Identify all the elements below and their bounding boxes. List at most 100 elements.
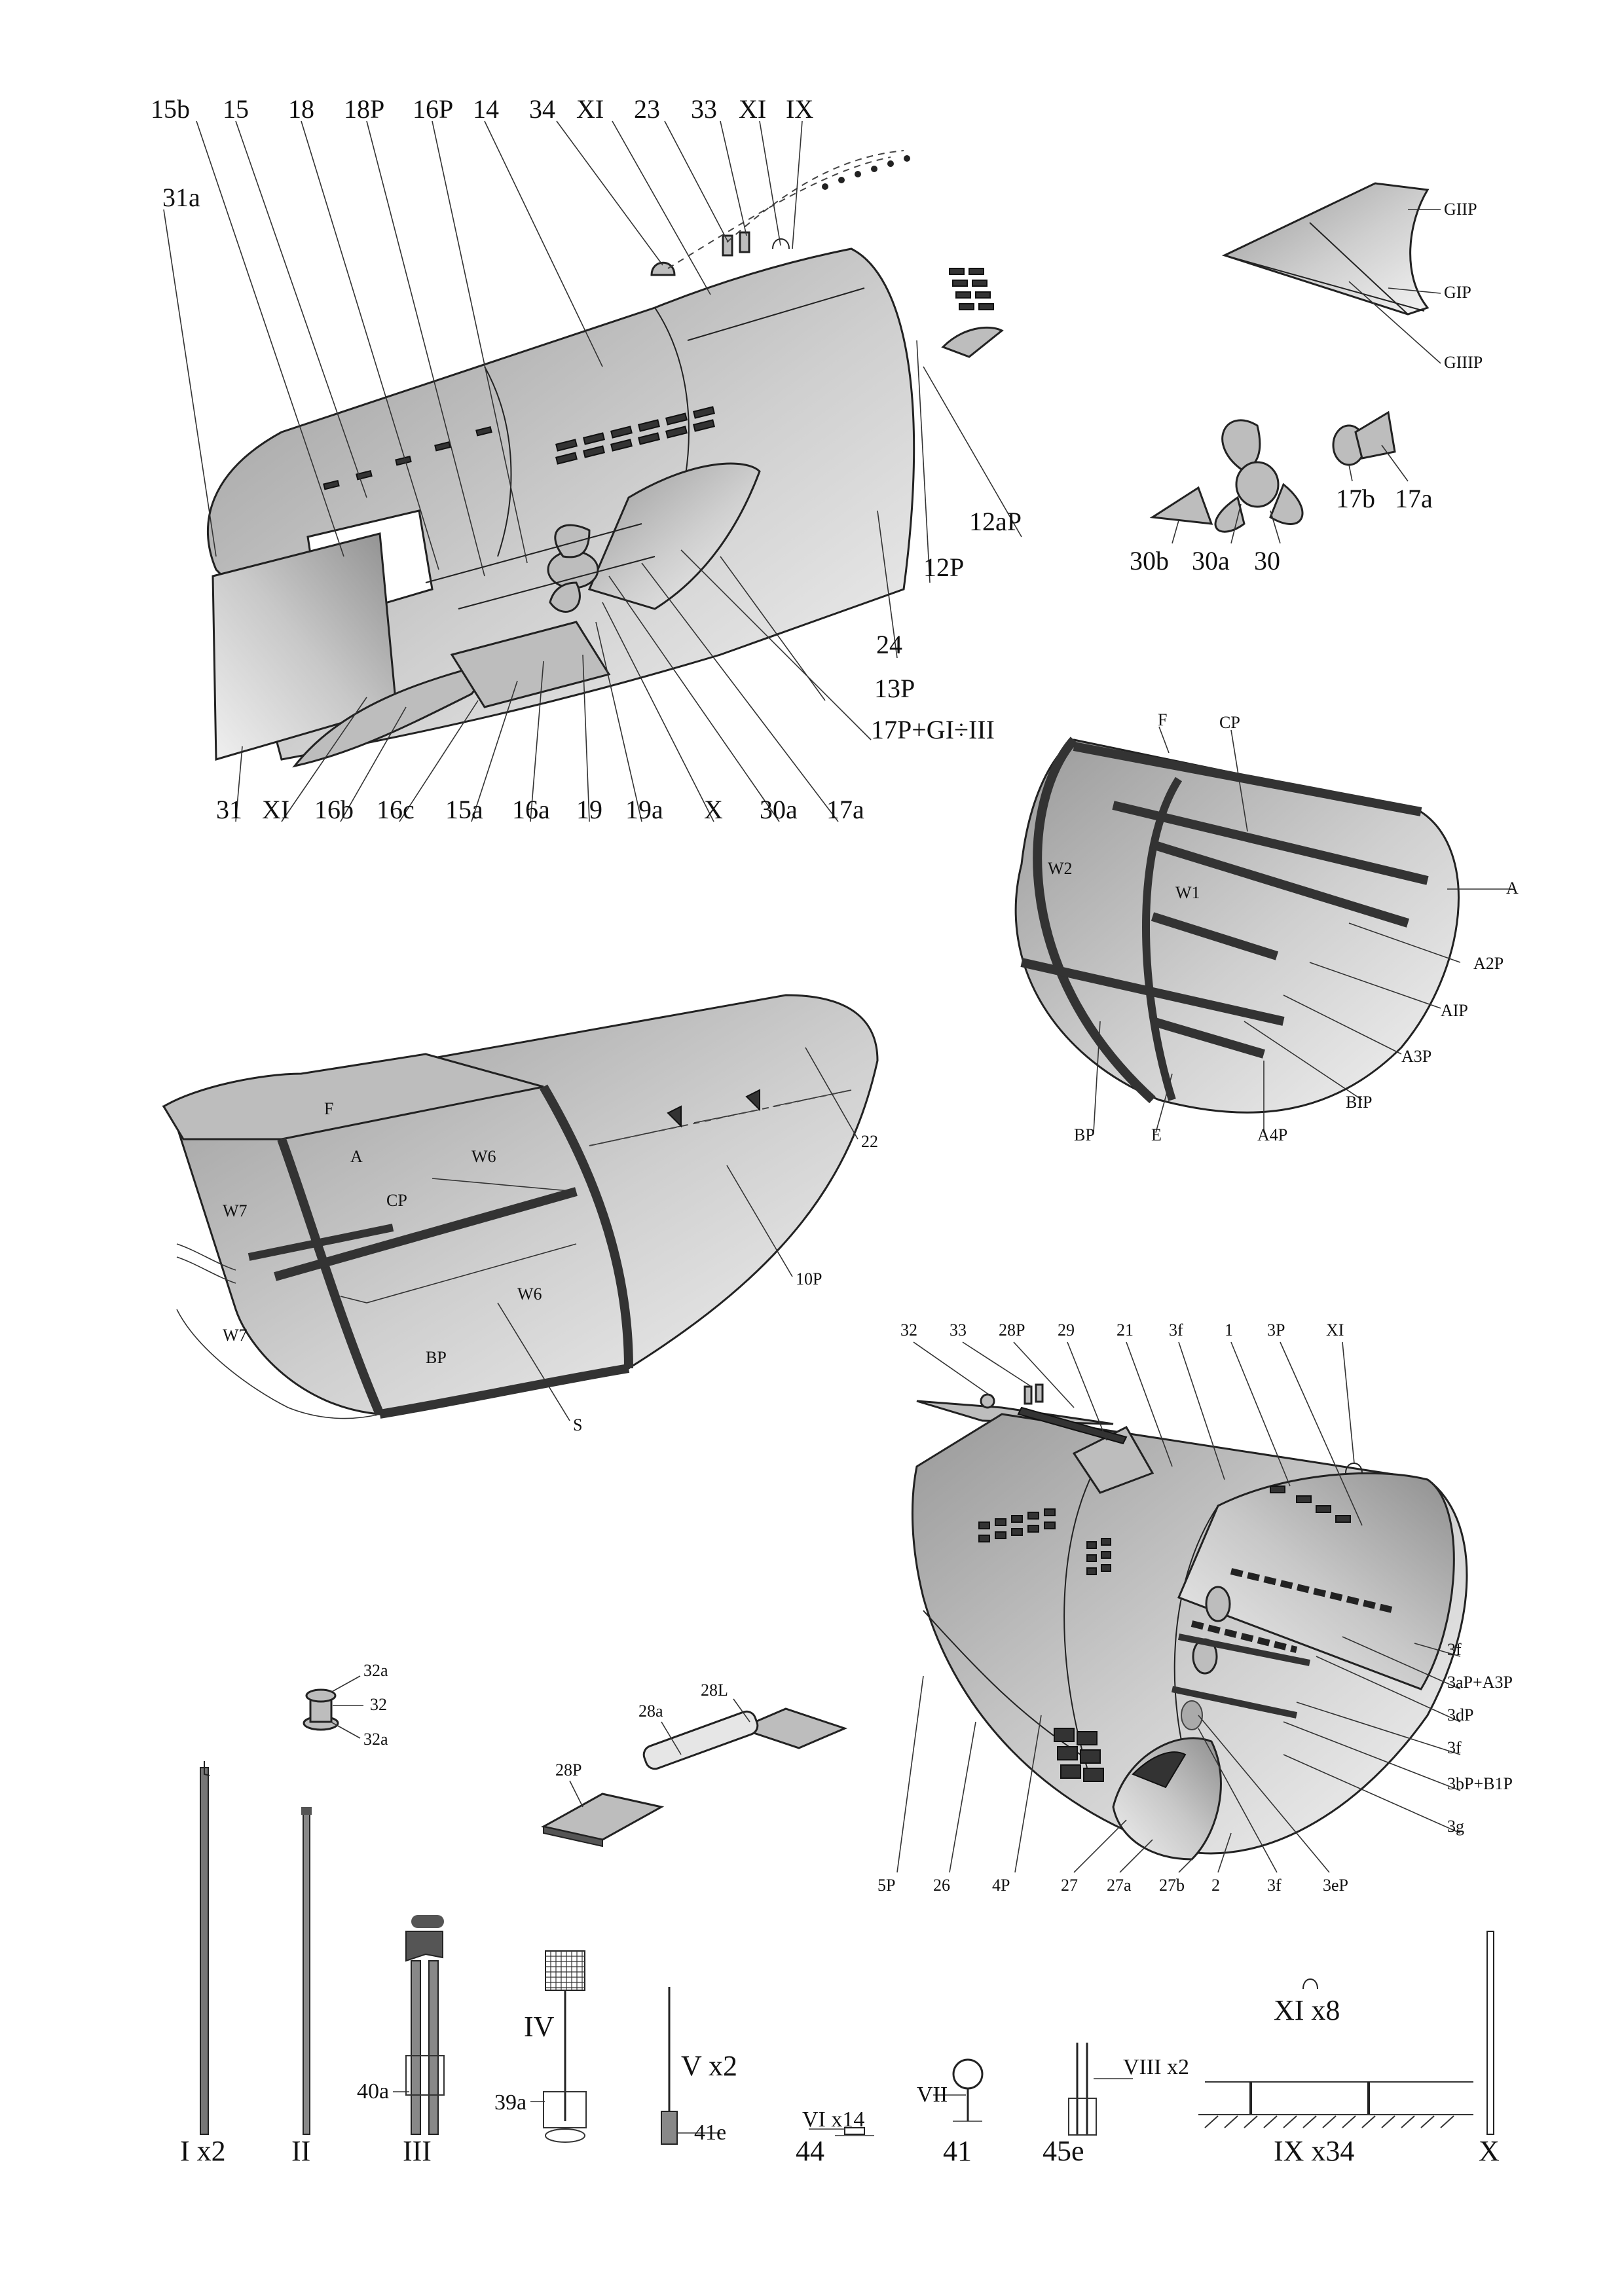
hatch-leaf-28l [737, 1707, 848, 1749]
bollard [980, 1393, 995, 1409]
part-label: IX x34 [1274, 2135, 1354, 2167]
callout: A2P [1473, 954, 1504, 973]
rudder-seam [1224, 255, 1425, 312]
bow-stringer [1178, 1633, 1310, 1666]
hatch-part: 28L 28a 28P [540, 1681, 848, 1848]
hawse-hole [1181, 1700, 1203, 1730]
callout: BP [1074, 1125, 1095, 1144]
hook-xi [1302, 1978, 1318, 1990]
frame-rim [1033, 737, 1156, 1104]
leader [330, 1675, 361, 1693]
callout: A4P [1257, 1125, 1287, 1144]
leader [805, 1047, 858, 1140]
frame-window-row [589, 1089, 852, 1146]
leader [1348, 922, 1461, 963]
callout: 31 [216, 795, 242, 824]
part-label: 41 [943, 2135, 972, 2167]
leader [726, 1165, 793, 1277]
frame-stringer [378, 1364, 630, 1419]
rod-x [1486, 1931, 1494, 2135]
callout: W6 [471, 1147, 496, 1166]
part-label: 44 [796, 2135, 824, 2167]
callout: XI [262, 795, 289, 824]
callout: GIIIP [1444, 353, 1483, 372]
bow-callouts-bottom: 5P 26 4P 27 27a 27b 2 3f 3eP [877, 1876, 1348, 1895]
callout: 3dP [1447, 1705, 1473, 1724]
callout: 31a [162, 183, 200, 212]
rudder-body [1221, 182, 1430, 316]
callout: GIP [1444, 283, 1471, 302]
callout: 12P [923, 553, 964, 582]
leader [1244, 1021, 1363, 1101]
callout: 13P [874, 674, 915, 703]
leader [1348, 464, 1353, 482]
bollard-fitting [650, 261, 676, 276]
part-callout: 39a [494, 2090, 526, 2115]
callout: F [324, 1099, 333, 1118]
propeller-shaft [458, 556, 655, 610]
callout: 30a [1192, 546, 1230, 575]
callout: CP [1219, 713, 1240, 732]
callout: 30b [1130, 546, 1169, 575]
part-label: IV [524, 2011, 555, 2043]
rudder-part: GIIP GIP GIIIP [1221, 182, 1483, 372]
bow-dash-row [1190, 1568, 1396, 1653]
callout: X [704, 795, 723, 824]
bow-stringer [1171, 1686, 1298, 1719]
callout: 33 [950, 1321, 967, 1339]
propeller-blade [554, 524, 591, 558]
callout: 14 [473, 94, 499, 124]
stern-callouts-bottom: 31 XI 16b 16c 15a 16a 19 19a X 30a 17a [216, 795, 864, 824]
hatch-hinge-28a [642, 1710, 759, 1770]
hull-port-row-upper [323, 426, 492, 490]
frame-flap-f [162, 1053, 544, 1140]
callout: 34 [529, 94, 555, 124]
callout: 33 [691, 94, 717, 124]
callout: W7 [223, 1201, 248, 1220]
bow-ports-top [1270, 1485, 1351, 1523]
callout: 15b [151, 94, 190, 124]
callout: 16c [377, 795, 415, 824]
part-callout: VII [917, 2083, 948, 2107]
callout: 28a [638, 1702, 663, 1721]
bow-forward-panel [1177, 1472, 1455, 1690]
hawse-hole [1205, 1586, 1231, 1622]
post [1024, 1385, 1033, 1405]
callout: AIP [1441, 1001, 1468, 1020]
part-callout: 40a [357, 2079, 389, 2104]
lifebuoy-vii [952, 2058, 984, 2090]
leader [497, 1302, 570, 1421]
callout: 21 [1116, 1321, 1134, 1339]
callout: 3bP+B1P [1447, 1774, 1513, 1793]
leader [733, 1698, 750, 1722]
callout: 3aP+A3P [1447, 1673, 1513, 1692]
part-label: I x2 [180, 2135, 226, 2167]
mast-i [200, 1767, 209, 2135]
callout: 3g [1447, 1817, 1464, 1836]
hook [1345, 1463, 1363, 1474]
mast-i-top [204, 1761, 210, 1776]
bow-callouts-right: 3f 3aP+A3P 3dP 3f 3bP+B1P 3g [1447, 1640, 1513, 1836]
callout: GIIP [1444, 200, 1477, 219]
hook-fitting [772, 238, 790, 249]
callout: IX [786, 94, 813, 124]
part-callout: VI x14 [802, 2107, 864, 2132]
mesh-grid [545, 1951, 585, 1990]
callout: 18P [344, 94, 384, 124]
frame-panel-line [340, 1243, 577, 1303]
blade-30 [1221, 419, 1261, 473]
callout: 19 [576, 795, 602, 824]
callout: A3P [1401, 1047, 1431, 1066]
bow-leader-lines [896, 1341, 1461, 1873]
bow-ports-left [978, 1508, 1111, 1575]
lamp-top [411, 1915, 444, 1928]
bollard-part: 32a 32 32a [303, 1661, 388, 1749]
small-parts-row: I x2 II III IV V x2 44 41 45e XI x8 IX x… [180, 1761, 1500, 2167]
hatch-leaf-edge [543, 1825, 603, 1848]
mast-ii-cap [301, 1807, 312, 1815]
box-39a [543, 2091, 587, 2128]
callout: 1 [1225, 1321, 1233, 1339]
callout: 32 [900, 1321, 917, 1339]
callout: 27 [1061, 1876, 1078, 1895]
box-45e [1068, 2098, 1097, 2136]
